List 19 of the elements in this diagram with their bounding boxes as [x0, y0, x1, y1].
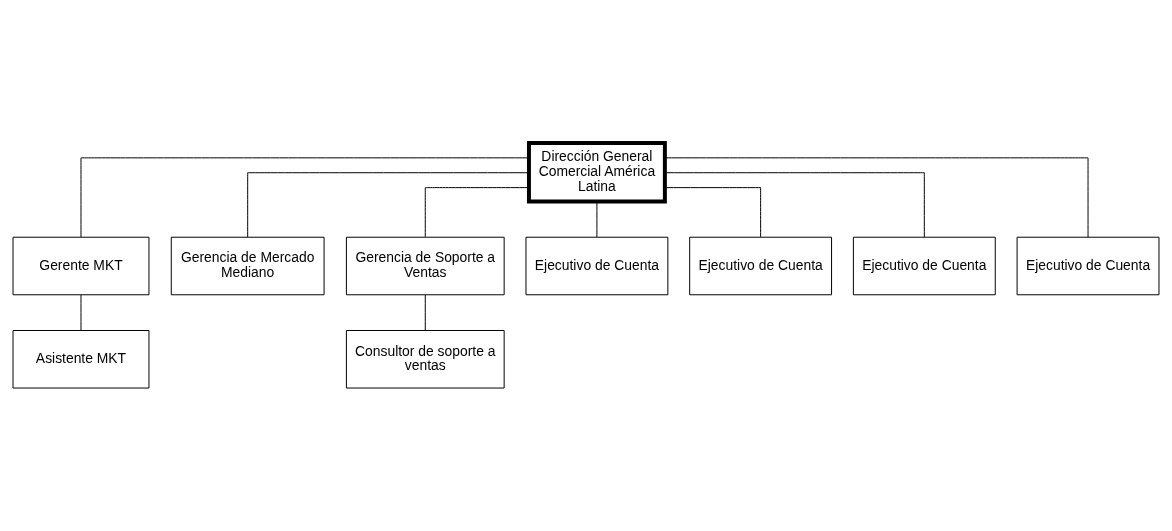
node-box: Ejecutivo de Cuenta [852, 236, 996, 296]
node-box: Ejecutivo de Cuenta [1016, 236, 1160, 296]
connector [664, 172, 925, 238]
connector [424, 187, 530, 238]
node-box: Asistente MKT [12, 330, 150, 389]
node-box: Ejecutivo de Cuenta [689, 236, 833, 296]
connector [424, 294, 426, 331]
connector [664, 157, 1089, 238]
node-box: Gerencia de Mercado Mediano [170, 236, 325, 296]
connector [80, 157, 530, 238]
connector [247, 172, 530, 238]
connector [596, 201, 598, 238]
node-box: Dirección General Comercial América Latina [526, 141, 667, 204]
connector [664, 187, 762, 238]
node-box: Ejecutivo de Cuenta [525, 236, 669, 296]
node-box: Consultor de soporte a ventas [345, 330, 505, 389]
node-box: Gerente MKT [12, 236, 150, 296]
connector [80, 294, 82, 331]
node-box: Gerencia de Soporte a Ventas [345, 236, 505, 296]
